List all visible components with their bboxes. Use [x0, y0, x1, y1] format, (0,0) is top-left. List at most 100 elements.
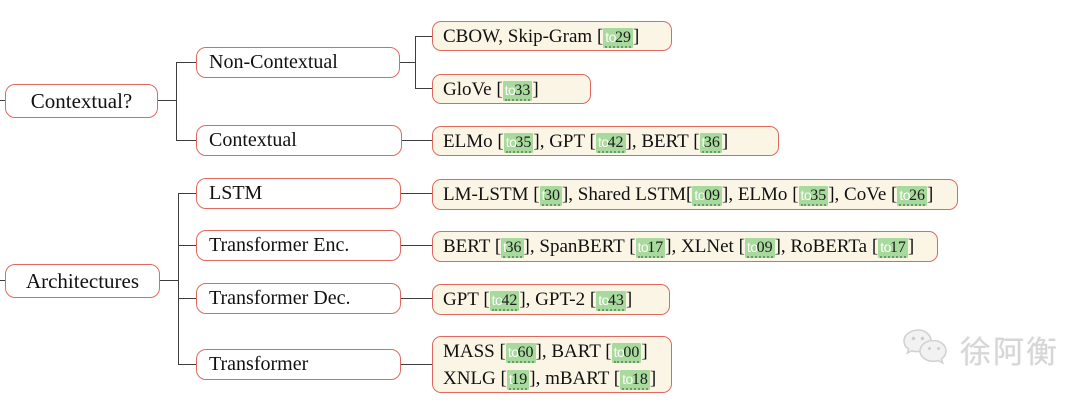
citation-link[interactable]: to35 [798, 186, 829, 206]
node-non-contextual: Non-Contextual [196, 47, 400, 78]
node-contextual-question: Contextual? [5, 84, 158, 118]
watermark: 徐阿衡 [900, 326, 1059, 372]
node-label: Architectures [25, 268, 140, 293]
connector-line [415, 36, 416, 89]
node-label: Transformer Dec. [209, 287, 351, 309]
connector-line [160, 280, 178, 281]
node-label: LSTM [209, 182, 263, 204]
citation-link[interactable]: to60 [505, 342, 536, 363]
leaf-text-line: MASS [to60], BART [to00] [443, 340, 648, 363]
leaf-cbow-skipgram: CBOW, Skip-Gram [to29] [432, 21, 672, 51]
connector-line [176, 62, 196, 63]
citation-link[interactable]: to17 [635, 238, 666, 258]
citation-number: 00 [623, 343, 640, 361]
citation-link[interactable]: t36 [699, 132, 722, 153]
citation-overlay: to [605, 28, 616, 45]
citation-number: 09 [704, 187, 720, 204]
citation-overlay: to [880, 239, 891, 255]
citation-link[interactable]: to26 [897, 186, 928, 206]
node-transformer-dec: Transformer Dec. [196, 283, 401, 314]
citation-link[interactable]: to29 [603, 27, 633, 48]
citation-link[interactable]: t19 [506, 369, 530, 390]
citation-link[interactable]: to09 [744, 238, 775, 258]
citation-overlay: t [541, 187, 546, 203]
citation-overlay: to [504, 81, 516, 98]
citation-number: 09 [756, 239, 773, 256]
citation-link[interactable]: to17 [878, 238, 908, 258]
citation-number: 26 [909, 187, 926, 204]
leaf-text-line: ELMo [to35], GPT [to42], BERT [t36] [443, 130, 729, 153]
connector-line [402, 140, 432, 141]
citation-number: 35 [515, 133, 532, 151]
citation-overlay: to [491, 292, 503, 308]
citation-overlay: to [694, 187, 705, 203]
connector-line [400, 62, 415, 63]
connector-line [178, 298, 196, 299]
connector-line [401, 245, 432, 246]
node-architectures: Architectures [5, 264, 160, 298]
leaf-glove: GloVe [to33] [432, 74, 591, 104]
leaf-text-line: CBOW, Skip-Gram [to29] [443, 25, 640, 48]
citation-link[interactable]: to09 [692, 186, 722, 206]
citation-overlay: to [800, 187, 812, 203]
citation-number: 36 [703, 133, 720, 151]
connector-line [415, 88, 432, 89]
leaf-transformer-models: MASS [to60], BART [to00] XNLG [t19], mBA… [432, 336, 672, 393]
node-transformer-enc: Transformer Enc. [196, 230, 401, 261]
citation-number: 42 [607, 133, 624, 151]
citation-link[interactable]: to42 [489, 291, 520, 311]
citation-number: 19 [511, 370, 528, 388]
leaf-transformer-enc-models: BERT [t36], SpanBERT [to17], XLNet [to09… [432, 231, 938, 262]
citation-overlay: to [746, 239, 758, 255]
connector-line [178, 245, 196, 246]
wechat-icon [900, 326, 952, 372]
node-contextual: Contextual [196, 125, 402, 156]
node-label: Non-Contextual [209, 51, 338, 73]
citation-overlay: to [507, 343, 519, 360]
citation-link[interactable]: t36 [501, 238, 524, 258]
citation-number: 18 [631, 370, 648, 388]
citation-link[interactable]: to35 [503, 132, 534, 153]
citation-overlay: to [505, 133, 517, 150]
leaf-text-line: BERT [t36], SpanBERT [to17], XLNet [to09… [443, 236, 915, 258]
connector-line [178, 193, 196, 194]
watermark-text: 徐阿衡 [960, 334, 1059, 370]
citation-overlay: to [613, 343, 625, 360]
leaf-contextual-models: ELMo [to35], GPT [to42], BERT [t36] [432, 126, 779, 156]
citation-link[interactable]: to42 [595, 132, 626, 153]
node-lstm: LSTM [196, 178, 401, 209]
citation-number: 35 [810, 187, 827, 204]
citation-overlay: t [701, 133, 706, 150]
citation-overlay: to [597, 133, 609, 150]
leaf-text-line: LM-LSTM [t30], Shared LSTM[to09], ELMo [… [443, 184, 934, 206]
connector-line [0, 280, 5, 281]
leaf-transformer-dec-models: GPT [to42], GPT-2 [to43] [432, 284, 670, 315]
citation-link[interactable]: to33 [502, 80, 533, 101]
citation-number: 17 [889, 239, 906, 256]
citation-overlay: to [598, 292, 609, 308]
connector-line [176, 62, 177, 141]
citation-link[interactable]: t30 [539, 186, 562, 206]
connector-line [178, 193, 179, 365]
node-label: Transformer [209, 353, 309, 375]
citation-number: 30 [543, 187, 560, 204]
node-transformer: Transformer [196, 349, 401, 380]
connector-line [178, 364, 196, 365]
citation-number: 36 [505, 239, 522, 256]
connector-line [401, 364, 432, 365]
leaf-lstm-models: LM-LSTM [t30], Shared LSTM[to09], ELMo [… [432, 179, 958, 210]
connector-line [415, 36, 432, 37]
citation-overlay: to [899, 187, 911, 203]
citation-number: 33 [514, 81, 531, 99]
citation-overlay: to [637, 239, 649, 255]
connector-line [158, 100, 176, 101]
citation-link[interactable]: to00 [611, 342, 642, 363]
connector-line [401, 298, 432, 299]
node-label: Contextual [209, 129, 297, 151]
citation-link[interactable]: to43 [596, 291, 626, 311]
node-label: Transformer Enc. [209, 234, 350, 256]
citation-link[interactable]: to18 [620, 369, 650, 390]
citation-overlay: t [508, 370, 513, 387]
citation-number: 43 [607, 292, 624, 309]
